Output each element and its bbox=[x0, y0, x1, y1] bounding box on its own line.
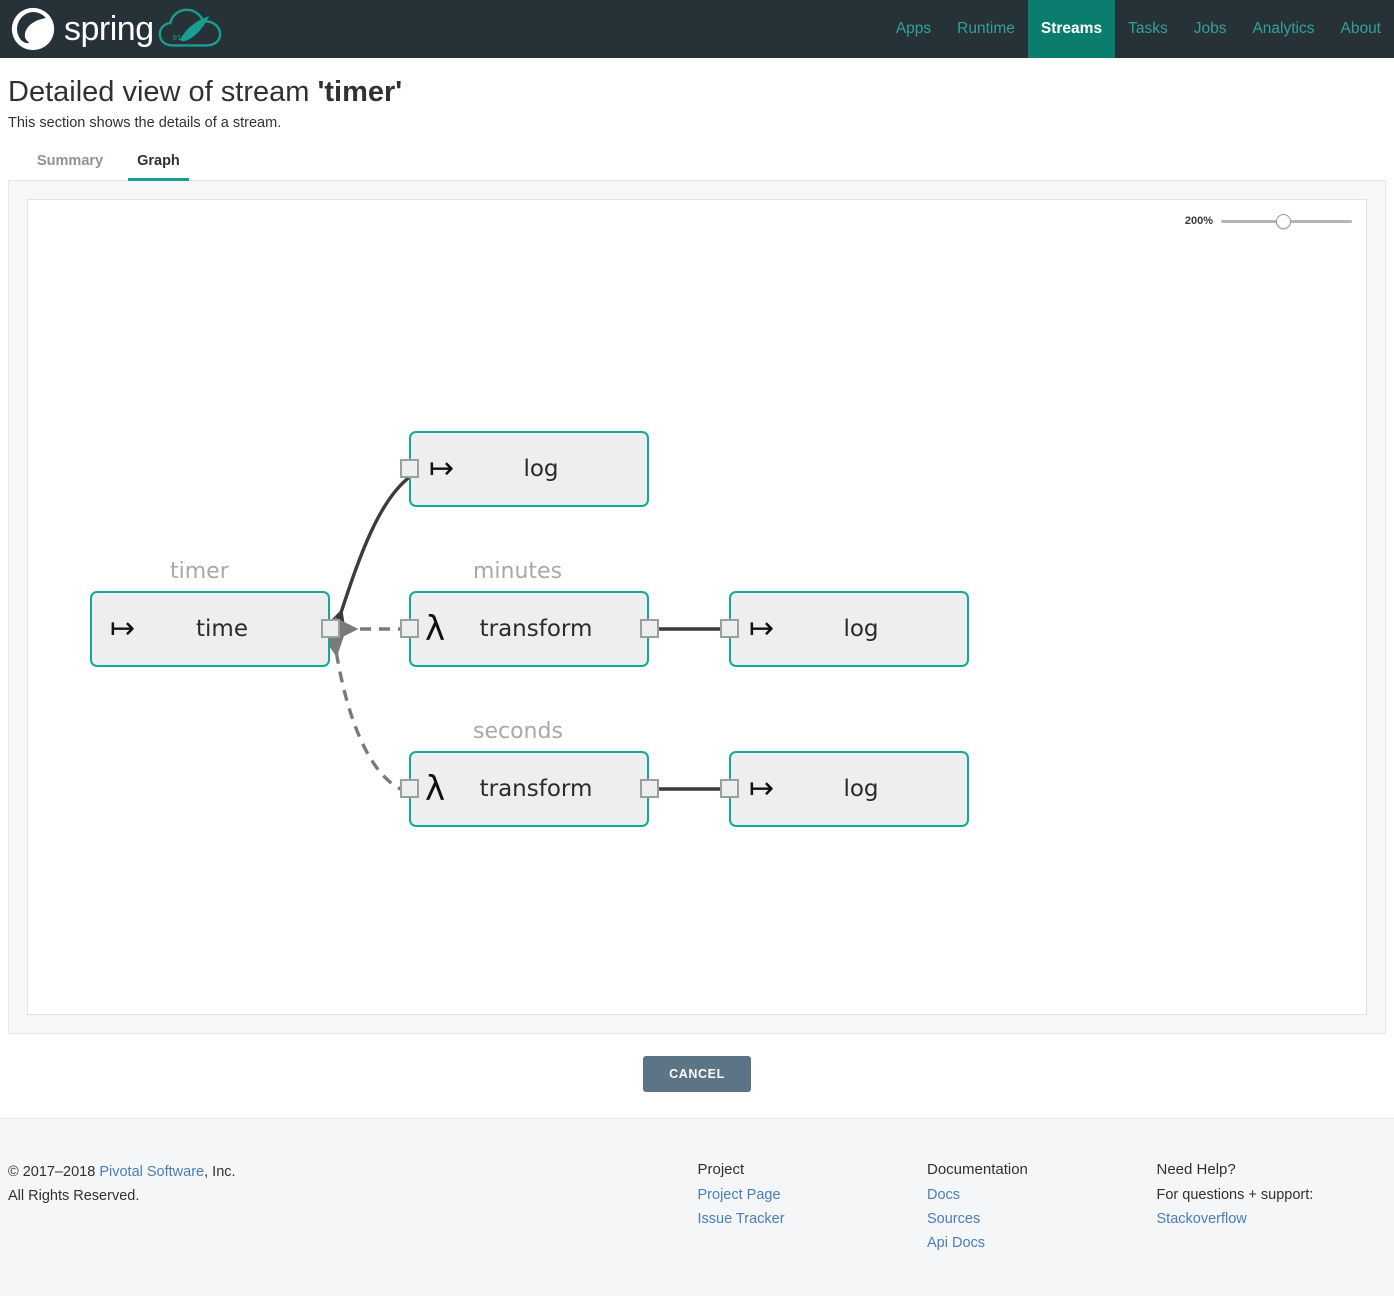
nav-links: Apps Runtime Streams Tasks Jobs Analytic… bbox=[883, 0, 1394, 58]
sink-arrow-icon: ↦ bbox=[429, 451, 455, 487]
flow-edges bbox=[321, 474, 725, 794]
footer-link-stackoverflow[interactable]: Stackoverflow bbox=[1156, 1211, 1247, 1228]
footer-head-project: Project bbox=[697, 1161, 745, 1179]
node-label: log bbox=[843, 616, 879, 643]
nav-link-runtime[interactable]: Runtime bbox=[957, 20, 1015, 37]
node-label: log bbox=[843, 776, 879, 803]
spring-cloud-icon: 010 bbox=[158, 8, 221, 47]
nav-link-jobs[interactable]: Jobs bbox=[1193, 20, 1227, 37]
graph-panel: 200% bbox=[8, 181, 1386, 1035]
node-label: transform bbox=[479, 616, 593, 643]
page-title-prefix: Detailed view of stream bbox=[8, 76, 318, 108]
top-navbar: spring 010 Apps Runtime Streams Tasks Jo… bbox=[0, 0, 1394, 58]
footer-head-documentation: Documentation bbox=[927, 1161, 1028, 1179]
port-time-output[interactable] bbox=[321, 619, 340, 639]
tab-graph[interactable]: Graph bbox=[128, 153, 189, 182]
node-time[interactable]: ↦ time bbox=[90, 591, 330, 668]
brand-wordmark: spring bbox=[64, 10, 154, 48]
page-subtitle: This section shows the details of a stre… bbox=[8, 115, 282, 132]
node-label: transform bbox=[479, 776, 593, 803]
tab-summary[interactable]: Summary bbox=[37, 153, 104, 170]
footer-link-api-docs[interactable]: Api Docs bbox=[927, 1235, 986, 1252]
rights-line: All Rights Reserved. bbox=[8, 1188, 140, 1205]
nav-link-analytics[interactable]: Analytics bbox=[1252, 20, 1315, 37]
node-label: time bbox=[196, 616, 248, 643]
footer-link-project-page[interactable]: Project Page bbox=[697, 1187, 781, 1204]
form-actions: CANCEL bbox=[0, 1034, 1394, 1119]
lambda-icon: λ bbox=[425, 609, 446, 650]
tab-bar: Summary Graph bbox=[8, 131, 1386, 182]
page-title-stream-name: 'timer' bbox=[317, 76, 403, 108]
stream-flow-diagram: ↦ log timer ↦ time minutes λ transform ↦ bbox=[28, 200, 1366, 1014]
nav-link-apps[interactable]: Apps bbox=[895, 20, 932, 37]
spring-leaf-icon bbox=[11, 7, 55, 51]
page-header: Detailed view of stream 'timer' This sec… bbox=[0, 58, 1394, 131]
svg-text:010: 010 bbox=[172, 33, 185, 42]
sink-arrow-icon: ↦ bbox=[749, 611, 775, 647]
brand-logo[interactable]: spring 010 bbox=[10, 6, 222, 52]
port-transform-seconds-output[interactable] bbox=[640, 779, 659, 799]
zoom-level-label: 200% bbox=[1184, 215, 1213, 228]
graph-canvas[interactable]: 200% bbox=[27, 199, 1367, 1016]
node-title-timer: timer bbox=[170, 559, 229, 585]
copyright-prefix: © 2017–2018 bbox=[8, 1164, 100, 1181]
edge-time-to-log-top bbox=[323, 474, 413, 636]
footer-col-documentation: Documentation Docs Sources Api Docs bbox=[927, 1161, 1157, 1256]
lambda-icon: λ bbox=[425, 769, 446, 810]
port-log-seconds-input[interactable] bbox=[720, 779, 739, 799]
footer-col-project: Project Project Page Issue Tracker bbox=[698, 1161, 928, 1256]
footer-link-sources[interactable]: Sources bbox=[927, 1211, 981, 1228]
port-log-top-input[interactable] bbox=[400, 459, 419, 479]
footer-link-docs[interactable]: Docs bbox=[927, 1187, 961, 1204]
footer-copyright: © 2017–2018 Pivotal Software, Inc. All R… bbox=[8, 1161, 698, 1256]
zoom-slider[interactable] bbox=[1221, 213, 1352, 229]
node-title-seconds: seconds bbox=[473, 719, 563, 745]
edge-time-to-transform-seconds bbox=[321, 632, 409, 794]
page-title: Detailed view of stream 'timer' bbox=[8, 76, 1386, 109]
zoom-control: 200% bbox=[1184, 213, 1352, 229]
zoom-slider-thumb[interactable] bbox=[1276, 213, 1291, 229]
node-log-top[interactable]: ↦ log bbox=[409, 431, 649, 508]
copyright-line: © 2017–2018 Pivotal Software, Inc. bbox=[8, 1161, 698, 1185]
footer-help-text: For questions + support: bbox=[1156, 1187, 1314, 1204]
node-log-minutes[interactable]: ↦ log bbox=[729, 591, 969, 668]
port-log-minutes-input[interactable] bbox=[720, 619, 739, 639]
copyright-suffix: , Inc. bbox=[204, 1164, 236, 1181]
nav-link-tasks[interactable]: Tasks bbox=[1128, 20, 1168, 37]
page-footer: © 2017–2018 Pivotal Software, Inc. All R… bbox=[0, 1118, 1394, 1296]
node-log-seconds[interactable]: ↦ log bbox=[729, 751, 969, 828]
footer-link-issue-tracker[interactable]: Issue Tracker bbox=[697, 1211, 785, 1228]
port-transform-minutes-input[interactable] bbox=[400, 619, 419, 639]
node-label: log bbox=[523, 456, 559, 483]
port-transform-seconds-input[interactable] bbox=[400, 779, 419, 799]
footer-head-need-help: Need Help? bbox=[1156, 1161, 1236, 1179]
cancel-button[interactable]: CANCEL bbox=[643, 1056, 751, 1093]
node-transform-minutes[interactable]: λ transform bbox=[409, 591, 649, 668]
nav-link-streams[interactable]: Streams bbox=[1027, 0, 1116, 58]
pivotal-software-link[interactable]: Pivotal Software bbox=[99, 1164, 205, 1181]
source-arrow-icon: ↦ bbox=[110, 611, 136, 647]
footer-col-help: Need Help? For questions + support: Stac… bbox=[1157, 1161, 1387, 1256]
sink-arrow-icon: ↦ bbox=[749, 771, 775, 807]
port-transform-minutes-output[interactable] bbox=[640, 619, 659, 639]
node-title-minutes: minutes bbox=[473, 559, 563, 585]
node-transform-seconds[interactable]: λ transform bbox=[409, 751, 649, 828]
nav-link-about[interactable]: About bbox=[1340, 20, 1381, 37]
